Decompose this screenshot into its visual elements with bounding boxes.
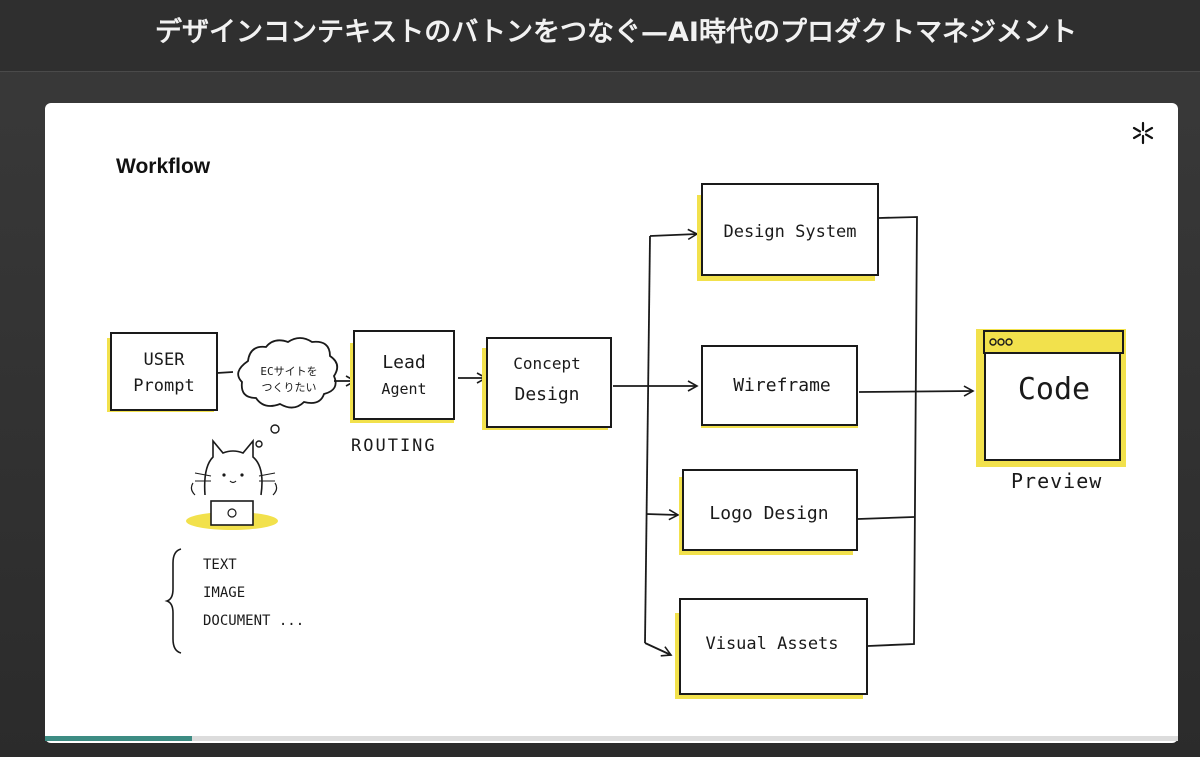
lead-agent-node: Lead Agent [350, 330, 455, 423]
wireframe-node: Wireframe [701, 345, 858, 428]
concept-design-line-2: Design [514, 384, 579, 405]
concept-design-line-1: Concept [513, 354, 580, 373]
window-dot-icon [989, 338, 997, 346]
slide-heading: Workflow [116, 155, 211, 178]
branch-trunk [644, 235, 651, 644]
arrow-to-code [858, 385, 975, 397]
window-dot-icon [1005, 338, 1013, 346]
logo-design-label: Logo Design [709, 503, 828, 524]
thought-bubble: ECサイトを つくりたい [237, 337, 339, 448]
lead-agent-line-1: Lead [382, 352, 425, 373]
arrow-to-visual-assets [644, 642, 673, 657]
code-label: Code [1018, 372, 1090, 407]
connector-line [216, 371, 234, 374]
cat-with-laptop-illustration [186, 438, 278, 530]
sparkle-asterisk-icon [1132, 121, 1154, 145]
routing-label: ROUTING [351, 436, 437, 456]
slide-progress-fill [45, 736, 193, 741]
code-node: Code [976, 329, 1126, 467]
bubble-line-2: つくりたい [262, 381, 317, 394]
design-system-node: Design System [697, 183, 879, 281]
merge-connector [857, 516, 915, 520]
concept-design-node: Concept Design [482, 337, 612, 430]
input-types-brace [164, 548, 182, 654]
design-system-label: Design System [723, 222, 856, 242]
workflow-diagram: USER Prompt ECサイトを つくりたい Lead Agent ROUT… [107, 183, 1126, 699]
bubble-line-1: ECサイトを [260, 365, 317, 378]
arrow-to-logo-design [645, 509, 680, 521]
window-dot-icon [997, 338, 1005, 346]
input-type-image: IMAGE [203, 585, 245, 601]
wireframe-label: Wireframe [733, 375, 831, 396]
user-prompt-line-1: USER [144, 350, 186, 370]
visual-assets-label: Visual Assets [705, 634, 838, 654]
slide-progress-bar [45, 736, 1178, 741]
user-prompt-node: USER Prompt [107, 332, 218, 412]
input-type-document: DOCUMENT ... [203, 613, 304, 629]
merge-trunk [867, 216, 918, 647]
logo-design-node: Logo Design [679, 469, 858, 555]
visual-assets-node: Visual Assets [675, 598, 868, 699]
title-bar: デザインコンテキストのバトンをつなぐ—AI時代のプロダクトマネジメント [0, 0, 1200, 72]
lead-agent-line-2: Agent [381, 380, 426, 398]
user-prompt-line-2: Prompt [133, 376, 194, 396]
slide-card: Workflow USER Prompt ECサイトを [45, 103, 1178, 743]
page-title: デザインコンテキストのバトンをつなぐ—AI時代のプロダクトマネジメント [155, 17, 1077, 48]
input-type-text: TEXT [203, 557, 237, 573]
arrow-to-design-system [649, 228, 699, 241]
preview-label: Preview [1011, 469, 1102, 493]
